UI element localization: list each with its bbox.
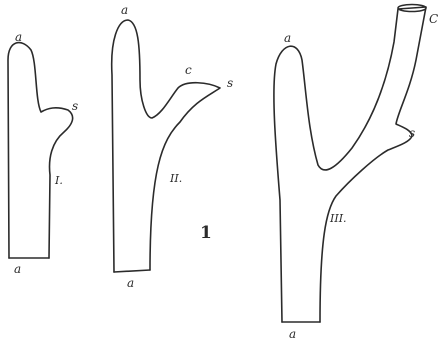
specimen-3-label-s: s <box>409 126 415 140</box>
specimen-3-label-C: C <box>429 12 438 26</box>
specimen-1-label-s: s <box>72 99 78 113</box>
specimen-2-label-a-bottom: a <box>127 276 134 290</box>
specimen-2-label-a-top: a <box>121 3 128 17</box>
specimen-1-label-a-bottom: a <box>14 262 21 276</box>
specimen-3-label-numeral: III. <box>329 212 347 225</box>
specimen-2-label-s: s <box>227 76 233 90</box>
specimen-3-outline <box>274 7 426 322</box>
specimen-1-label-a-top: a <box>15 30 22 44</box>
specimen-1-label-numeral: I. <box>54 174 63 187</box>
figure-number: 1 <box>200 223 212 243</box>
specimen-2-label-c: c <box>185 63 192 77</box>
specimen-2: a c s II. a <box>112 3 233 290</box>
specimen-3: a C s III. a <box>274 5 438 342</box>
specimen-3-label-a-top: a <box>284 31 291 45</box>
specimen-2-label-numeral: II. <box>169 172 182 185</box>
specimen-1-outline <box>8 43 73 258</box>
specimen-3-label-a-bottom: a <box>289 327 296 341</box>
specimen-1: a s I. a <box>8 30 78 276</box>
specimen-2-base <box>114 270 150 272</box>
